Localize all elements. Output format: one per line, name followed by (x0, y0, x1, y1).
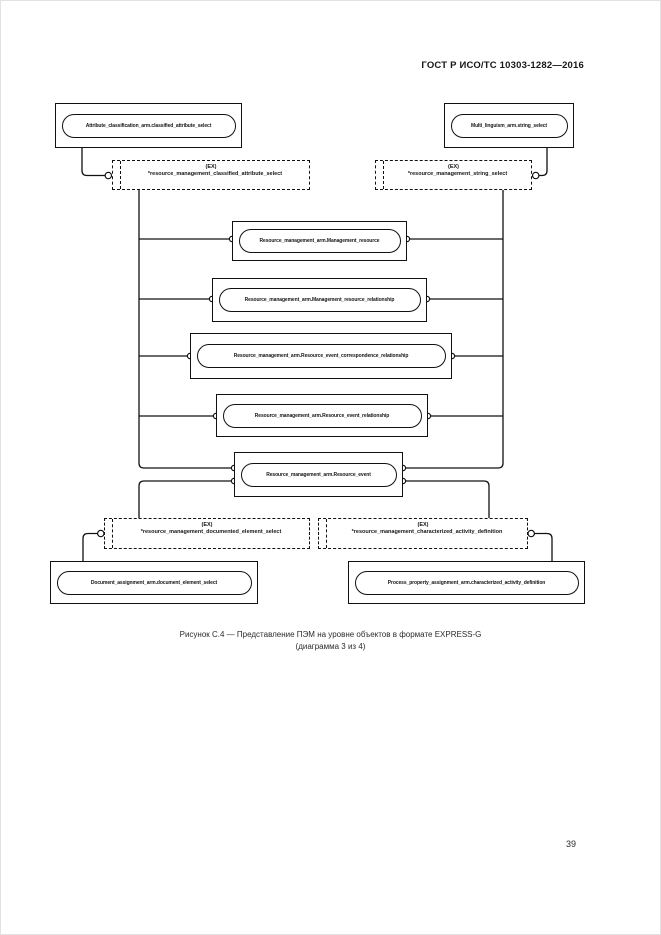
entity-box-multi-linguism: Multi_linguism_arm.string_select (444, 103, 574, 148)
entity-oval: Resource_management_arm.Management_resou… (238, 229, 401, 253)
entity-label: Resource_management_arm.Resource_event (266, 471, 371, 478)
entity-oval: Attribute_classification_arm.classified_… (61, 113, 236, 138)
figure-caption: Рисунок С.4 — Представление ПЭМ на уровн… (0, 629, 661, 653)
entity-label: Attribute_classification_arm.classified_… (85, 122, 212, 129)
ref-tag: (EX) (448, 164, 459, 170)
ref-label: *resource_management_characterized_activ… (351, 528, 503, 535)
entity-box-document-assignment: Document_assignment_arm.document_element… (50, 561, 258, 604)
figure-caption-line2: (диаграмма 3 из 4) (295, 642, 366, 651)
entity-label: Document_assignment_arm.document_element… (90, 579, 218, 586)
connector-lines (81, 148, 553, 561)
ref-divider (383, 161, 384, 189)
ref-label: *resource_management_string_select (407, 170, 508, 177)
entity-oval: Resource_management_arm.Resource_event_c… (196, 344, 446, 368)
entity-label: Resource_management_arm.Resource_event_r… (254, 412, 390, 419)
entity-label: Multi_linguism_arm.string_select (471, 122, 547, 129)
express-g-diagram: Attribute_classification_arm.classified_… (50, 103, 585, 604)
ref-tag: (EX) (205, 164, 217, 170)
entity-box-attribute-classification: Attribute_classification_arm.classified_… (55, 103, 242, 148)
entity-oval: Document_assignment_arm.document_element… (56, 570, 252, 595)
entity-oval: Process_property_assignment_arm.characte… (354, 570, 579, 595)
entity-box-management-resource-relationship: Resource_management_arm.Management_resou… (212, 278, 427, 322)
schema-ref-classified-attribute: (EX) *resource_management_classified_att… (112, 160, 310, 190)
entity-label: Resource_management_arm.Management_resou… (259, 237, 380, 244)
entity-label: Process_property_assignment_arm.characte… (387, 579, 546, 586)
entity-box-resource-event-relationship: Resource_management_arm.Resource_event_r… (216, 394, 428, 437)
entity-box-resource-event-correspondence-relationship: Resource_management_arm.Resource_event_c… (190, 333, 452, 379)
ref-divider (120, 161, 121, 189)
schema-ref-characterized-activity: (EX) *resource_management_characterized_… (318, 518, 528, 549)
figure-caption-line1: Рисунок С.4 — Представление ПЭМ на уровн… (179, 630, 482, 639)
entity-label: Resource_management_arm.Management_resou… (244, 296, 395, 303)
entity-oval: Multi_linguism_arm.string_select (450, 113, 568, 138)
schema-ref-documented-element: (EX) *resource_management_documented_ele… (104, 518, 310, 549)
ref-divider (326, 519, 327, 548)
ref-tag: (EX) (417, 522, 429, 528)
entity-label: Resource_management_arm.Resource_event_c… (233, 352, 409, 359)
entity-oval: Resource_management_arm.Management_resou… (218, 288, 421, 312)
ref-label: *resource_management_documented_element_… (140, 528, 282, 535)
document-header: ГОСТ Р ИСО/ТС 10303-1282—2016 (421, 60, 584, 71)
entity-box-management-resource: Resource_management_arm.Management_resou… (232, 221, 407, 261)
entity-oval: Resource_management_arm.Resource_event (240, 462, 397, 487)
entity-box-resource-event: Resource_management_arm.Resource_event (234, 452, 403, 497)
ref-label: *resource_management_classified_attribut… (147, 170, 283, 177)
entity-box-process-property-assignment: Process_property_assignment_arm.characte… (348, 561, 585, 604)
ref-tag: (EX) (201, 522, 213, 528)
ref-divider (112, 519, 113, 548)
schema-ref-string-select: (EX) *resource_management_string_select (375, 160, 532, 190)
page-number: 39 (566, 839, 577, 849)
entity-oval: Resource_management_arm.Resource_event_r… (222, 403, 422, 428)
